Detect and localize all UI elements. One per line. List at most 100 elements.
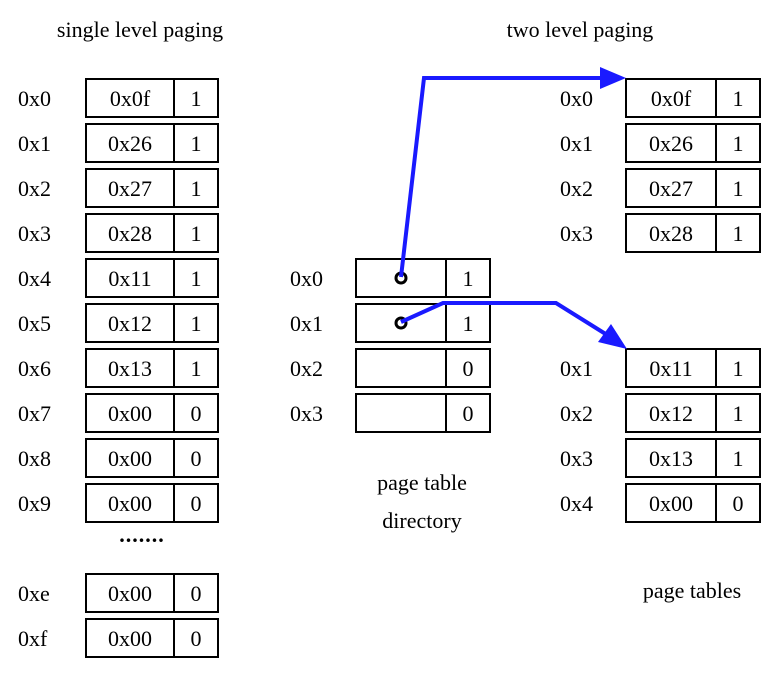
single-frame-value: 0x11: [108, 266, 151, 291]
valid-cell: [715, 123, 761, 163]
page-table-b-index-label: 0x1: [560, 356, 593, 381]
single-index-label: 0x9: [18, 491, 51, 516]
frame-cell: [85, 168, 175, 208]
valid-cell: [445, 393, 491, 433]
single-frame-value: 0x12: [108, 311, 152, 336]
single-frame-value: 0x00: [108, 401, 152, 426]
frame-cell: [625, 393, 717, 433]
single-row: 0x9 0x00 0: [18, 483, 219, 523]
single-index-label: 0x0: [18, 86, 51, 111]
two-level-title: two level paging: [507, 17, 654, 42]
page-table-b-valid-bit: 1: [733, 356, 744, 381]
valid-cell: [715, 393, 761, 433]
single-frame-value: 0x00: [108, 491, 152, 516]
single-frame-value: 0x26: [108, 131, 152, 156]
frame-cell: [85, 618, 175, 658]
page-table-a-frame-value: 0x28: [649, 221, 693, 246]
frame-cell: [625, 168, 717, 208]
single-index-label: 0xe: [18, 581, 50, 606]
valid-cell: [445, 303, 491, 343]
directory-index-label: 0x3: [290, 401, 323, 426]
single-valid-bit: 0: [191, 626, 202, 651]
single-row: 0x3 0x28 1: [18, 213, 219, 253]
single-frame-value: 0x00: [108, 626, 152, 651]
page-table-b-index-label: 0x4: [560, 491, 593, 516]
page-table-b-frame-value: 0x12: [649, 401, 693, 426]
frame-cell: [85, 213, 175, 253]
single-valid-bit: 0: [191, 401, 202, 426]
page-table-a-valid-bit: 1: [733, 86, 744, 111]
directory-valid-bit: 0: [463, 401, 474, 426]
pointer-arrows: [399, 67, 627, 349]
directory-index-label: 0x0: [290, 266, 323, 291]
frame-cell: [355, 393, 447, 433]
page-table-b-frame-value: 0x13: [649, 446, 693, 471]
valid-cell: [445, 258, 491, 298]
valid-cell: [715, 483, 761, 523]
single-index-label: 0x3: [18, 221, 51, 246]
single-index-label: 0x7: [18, 401, 51, 426]
single-frame-value: 0x0f: [110, 86, 151, 111]
frame-cell: [85, 438, 175, 478]
valid-cell: [173, 123, 219, 163]
directory-valid-bit: 1: [463, 266, 474, 291]
page-table-a-index-label: 0x2: [560, 176, 593, 201]
page-table-a-index-label: 0x1: [560, 131, 593, 156]
page-table-a-frame-value: 0x26: [649, 131, 693, 156]
page-table-b-frame-value: 0x00: [649, 491, 693, 516]
valid-cell: [173, 393, 219, 433]
page-table-b-valid-bit: 0: [733, 491, 744, 516]
page-table-b-index-label: 0x2: [560, 401, 593, 426]
directory-row: 0x0 1: [290, 258, 491, 298]
valid-cell: [715, 438, 761, 478]
single-valid-bit: 0: [191, 446, 202, 471]
valid-cell: [445, 348, 491, 388]
page-table-a-valid-bit: 1: [733, 176, 744, 201]
page-table-b-valid-bit: 1: [733, 401, 744, 426]
single-valid-bit: 1: [191, 356, 202, 381]
single-index-label: 0x1: [18, 131, 51, 156]
arrowhead-b: [598, 324, 627, 349]
arrow-to-page-table-b: [400, 301, 614, 340]
single-valid-bit: 0: [191, 581, 202, 606]
page-table-a-row: 0x3 0x28 1: [560, 213, 761, 253]
valid-cell: [173, 213, 219, 253]
single-valid-bit: 1: [191, 311, 202, 336]
valid-cell: [173, 483, 219, 523]
page-table-b-row: 0x4 0x00 0: [560, 483, 761, 523]
frame-cell: [85, 348, 175, 388]
single-valid-bit: 0: [191, 491, 202, 516]
single-frame-value: 0x28: [108, 221, 152, 246]
single-valid-bit: 1: [191, 221, 202, 246]
valid-cell: [173, 573, 219, 613]
valid-cell: [715, 78, 761, 118]
directory-valid-bit: 0: [463, 356, 474, 381]
page-table-a-index-label: 0x3: [560, 221, 593, 246]
frame-cell: [355, 348, 447, 388]
page-table-a-valid-bit: 1: [733, 221, 744, 246]
single-frame-value: 0x00: [108, 581, 152, 606]
frame-cell: [85, 78, 175, 118]
single-level-title: single level paging: [57, 17, 223, 42]
ellipsis: .......: [119, 522, 165, 547]
directory-valid-bit: 1: [463, 311, 474, 336]
directory-label-line1: page table: [377, 470, 467, 495]
single-frame-value: 0x00: [108, 446, 152, 471]
frame-cell: [85, 258, 175, 298]
valid-cell: [173, 258, 219, 298]
frame-cell: [85, 483, 175, 523]
single-index-label: 0x2: [18, 176, 51, 201]
